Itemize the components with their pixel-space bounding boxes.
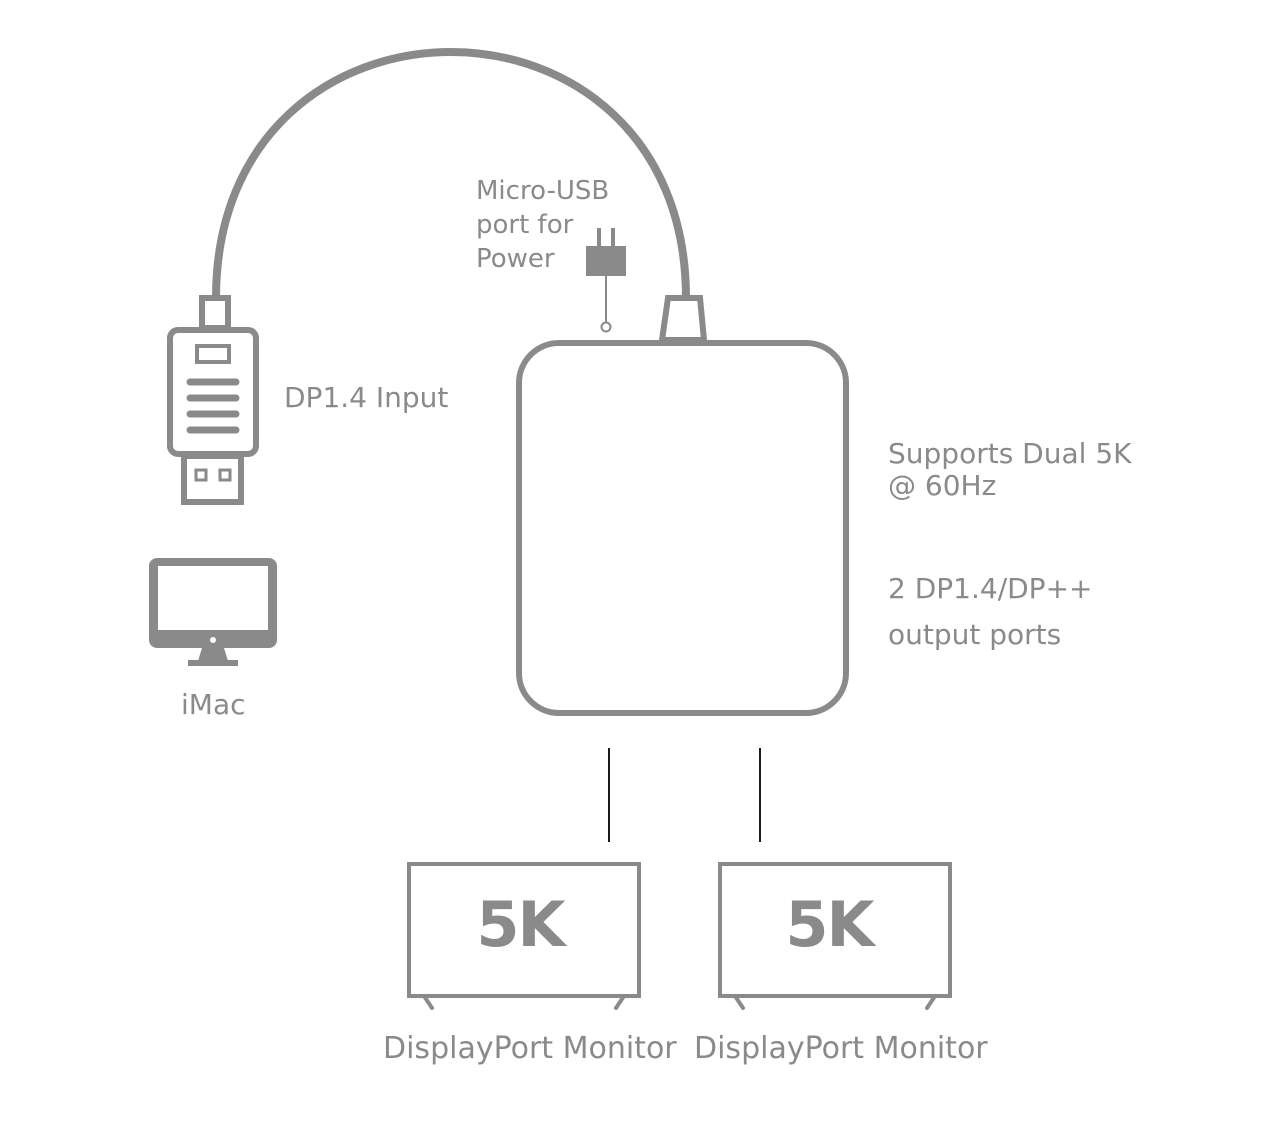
monitor-badge-right: 5K xyxy=(785,888,876,961)
power-plug-icon xyxy=(586,228,626,333)
power-port-label-line: port for xyxy=(476,210,574,240)
power-port-label: Micro-USB port for Power xyxy=(476,174,609,276)
monitor-left-label: DisplayPort Monitor xyxy=(383,1031,677,1066)
power-port-label-line: Micro-USB xyxy=(476,176,610,206)
imac-label: iMac xyxy=(181,688,246,721)
power-port-label-line: Power xyxy=(476,244,555,274)
supports-label: Supports Dual 5K @ 60Hz xyxy=(888,438,1132,502)
monitor-badge-left: 5K xyxy=(476,888,567,961)
ports-label-line: 2 DP1.4/DP++ xyxy=(888,572,1093,605)
monitor-right-label: DisplayPort Monitor xyxy=(694,1031,988,1066)
plug-grip-ribs xyxy=(186,378,240,434)
adapter-body xyxy=(516,340,849,716)
monitor-icon: 5K xyxy=(718,862,952,1010)
cable xyxy=(212,48,690,299)
monitor-icon: 5K xyxy=(407,862,641,1010)
cable-strain-relief xyxy=(658,295,708,343)
ports-label-line: output ports xyxy=(888,618,1062,651)
imac-icon xyxy=(149,558,277,666)
supports-label-line: Supports Dual 5K xyxy=(888,437,1132,470)
ports-label: 2 DP1.4/DP++ output ports xyxy=(888,566,1093,658)
displayport-plug-icon xyxy=(167,295,259,505)
input-label: DP1.4 Input xyxy=(284,381,449,414)
supports-label-line: @ 60Hz xyxy=(888,469,997,502)
